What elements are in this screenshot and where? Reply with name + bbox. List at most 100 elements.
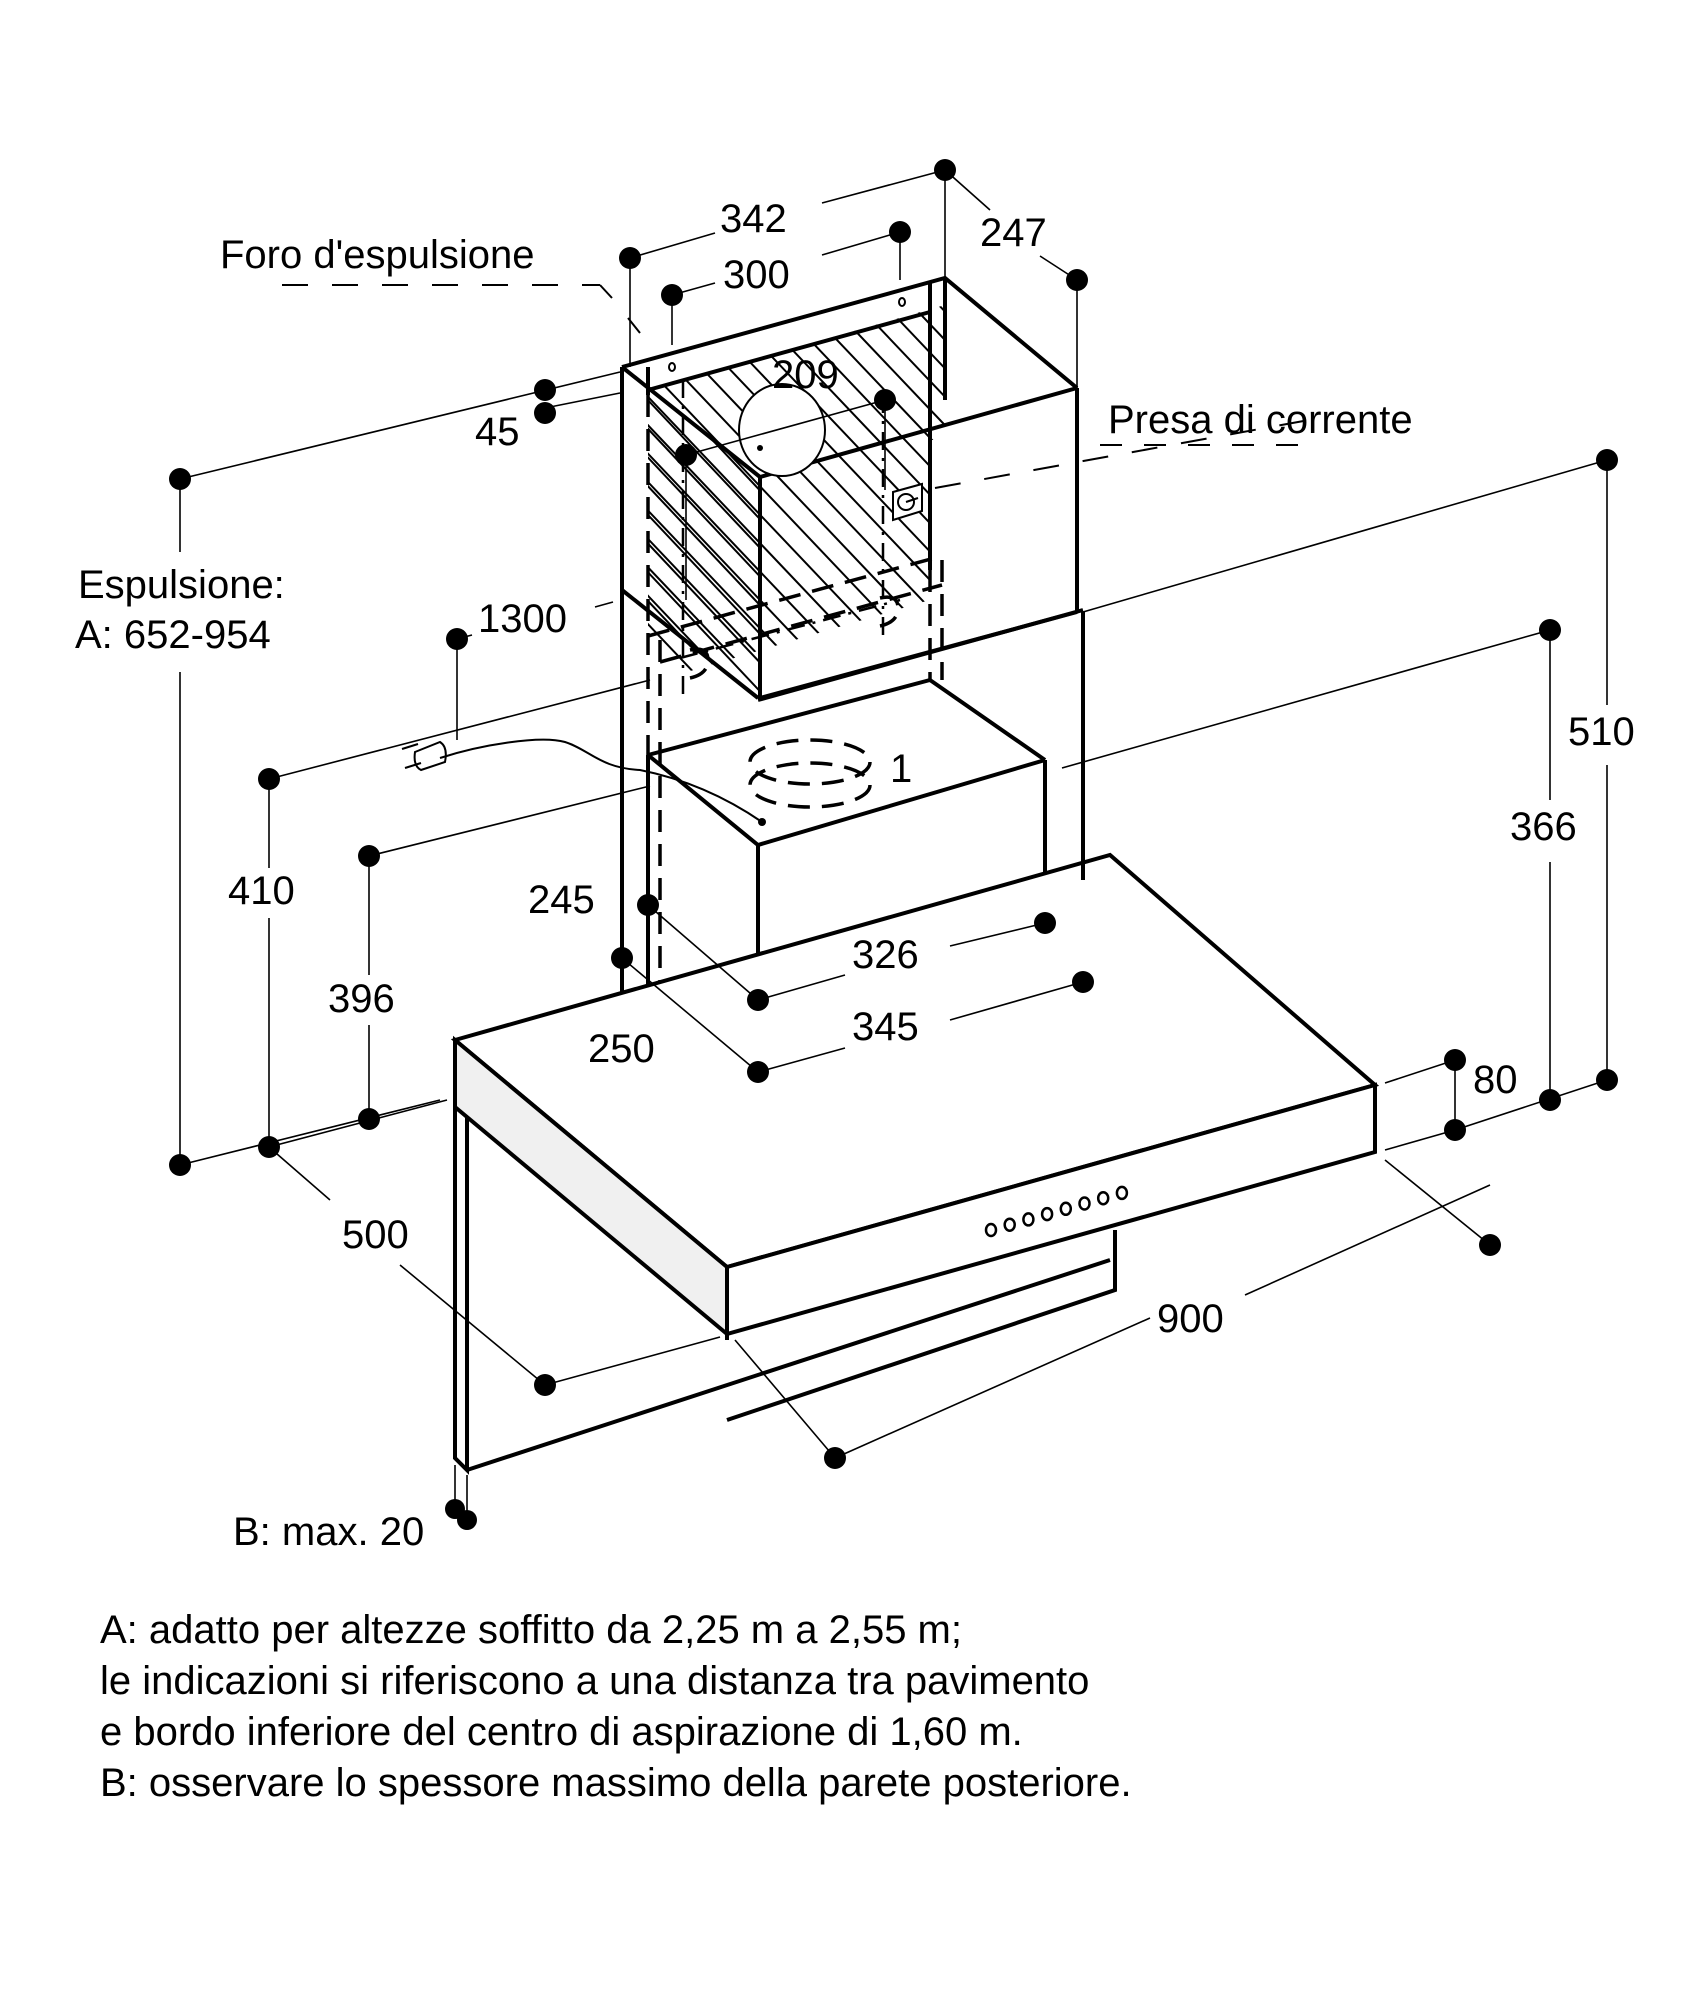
power-socket-label: Presa di corrente [1108, 398, 1413, 442]
dim-1300: 1300 [478, 597, 567, 641]
hatch-line [825, 305, 945, 680]
exhaust-hole-center [757, 445, 763, 451]
hatch-line [648, 305, 802, 680]
control-button-icon [1040, 1206, 1054, 1222]
dim-endpoint [747, 1061, 769, 1083]
dim-245: 245 [528, 878, 595, 922]
exhaust-hole-label: Foro d'espulsione [220, 233, 535, 277]
dim-209: 209 [772, 353, 839, 397]
dim-endpoint [874, 389, 896, 411]
dim-326: 326 [852, 933, 919, 977]
dim-endpoint [1066, 269, 1088, 291]
footnote-line: e bordo inferiore del centro di aspirazi… [100, 1710, 1023, 1754]
dim-500: 500 [342, 1213, 409, 1257]
telescopic-hidden-outline [646, 380, 944, 1010]
screw-hole-icon [668, 362, 676, 372]
hatch-line [1096, 300, 1476, 700]
canopy [450, 852, 1380, 1475]
upper-chimney-inner-rim [647, 310, 931, 392]
dim-endpoint [1479, 1234, 1501, 1256]
dim-endpoint [358, 845, 380, 867]
dim-endpoint [258, 768, 280, 790]
dim-45: 45 [475, 410, 520, 454]
control-button-icon [984, 1222, 998, 1238]
dim-endpoint [169, 468, 191, 490]
dim-endpoint [457, 1510, 477, 1530]
dim-endpoint [1539, 1089, 1561, 1111]
hatch-line [1123, 300, 1503, 700]
hatch-line [648, 390, 760, 693]
footnote-line: le indicazioni si riferiscono a una dist… [100, 1659, 1090, 1703]
control-button-icon [1059, 1201, 1073, 1217]
dim-endpoint [534, 379, 556, 401]
dim-endpoint [358, 1108, 380, 1130]
plug-pin [401, 743, 419, 750]
hatch-line [648, 390, 760, 693]
control-button-icon [1096, 1190, 1110, 1206]
hatch-line [648, 390, 760, 693]
dim-410: 410 [228, 869, 295, 913]
dim-endpoint [1034, 912, 1056, 934]
motor-box-top-back [647, 677, 1047, 762]
motor-outlet-hidden-ring [748, 738, 872, 786]
dim-endpoint [446, 628, 468, 650]
dim-endpoint [637, 894, 659, 916]
dim-80: 80 [1473, 1058, 1518, 1102]
dim-300: 300 [723, 253, 790, 297]
hatch-line [933, 305, 945, 680]
dim-endpoint [747, 989, 769, 1011]
hatch-line [648, 390, 760, 693]
hatch-line [648, 305, 775, 680]
dim-396: 396 [328, 977, 395, 1021]
lower-chimney [620, 588, 1085, 1017]
hatch-line [648, 305, 748, 680]
labels: Foro d'espulsione Presa di corrente Espu… [75, 197, 1635, 1554]
exhaust-range-label: A: 652-954 [75, 613, 271, 657]
dim-247: 247 [980, 211, 1047, 255]
marker-1-label: 1 [890, 747, 912, 791]
dim-endpoint [1444, 1119, 1466, 1141]
dim-366: 366 [1510, 805, 1577, 849]
screw-hole-icon [898, 297, 906, 307]
hatch-line [648, 390, 760, 693]
wall-plate-edge [453, 1103, 469, 1475]
dim-endpoint [824, 1447, 846, 1469]
dim-510: 510 [1568, 710, 1635, 754]
lower-chimney-top-front [757, 608, 1084, 702]
hatch-line [663, 305, 945, 680]
hatch-line [648, 390, 760, 693]
wall-plate-bottom [466, 1258, 1111, 1472]
dim-endpoint [1444, 1049, 1466, 1071]
power-socket-pin [905, 497, 919, 503]
power-cable [401, 738, 763, 823]
hatch-line [648, 390, 760, 693]
hatch-line [798, 305, 945, 680]
control-button-icon [1022, 1212, 1035, 1227]
hatch-line [906, 305, 945, 680]
footnote-line: B: osservare lo spessore massimo della p… [100, 1761, 1132, 1805]
plug-pin [404, 762, 422, 769]
exhaust-hole-circle [738, 383, 826, 477]
dim-345: 345 [852, 1005, 919, 1049]
lower-chimney-top-slant [620, 588, 760, 700]
hatch-line [1015, 300, 1395, 700]
motor-outlet-hidden-ring-lower [748, 761, 872, 809]
dim-endpoint [675, 444, 697, 466]
dimension-lines [169, 159, 1618, 1530]
hatch-line [1069, 300, 1449, 700]
dim-endpoint [534, 402, 556, 424]
exhaust-title-label: Espulsione: [78, 563, 285, 607]
footnotes: A: adatto per altezze soffitto da 2,25 m… [100, 1605, 1132, 1809]
dim-900: 900 [1157, 1297, 1224, 1341]
dim-endpoint [619, 247, 641, 269]
footnote-line: A: adatto per altezze soffitto da 2,25 m… [100, 1608, 962, 1652]
dim-endpoint [169, 1154, 191, 1176]
control-buttons [984, 1185, 1129, 1238]
hatch-line [690, 305, 945, 680]
dim-250: 250 [588, 1027, 655, 1071]
hatch-line [791, 380, 1111, 720]
dim-endpoint [661, 284, 683, 306]
control-button-icon [1003, 1217, 1016, 1232]
hatch-line [648, 305, 856, 680]
